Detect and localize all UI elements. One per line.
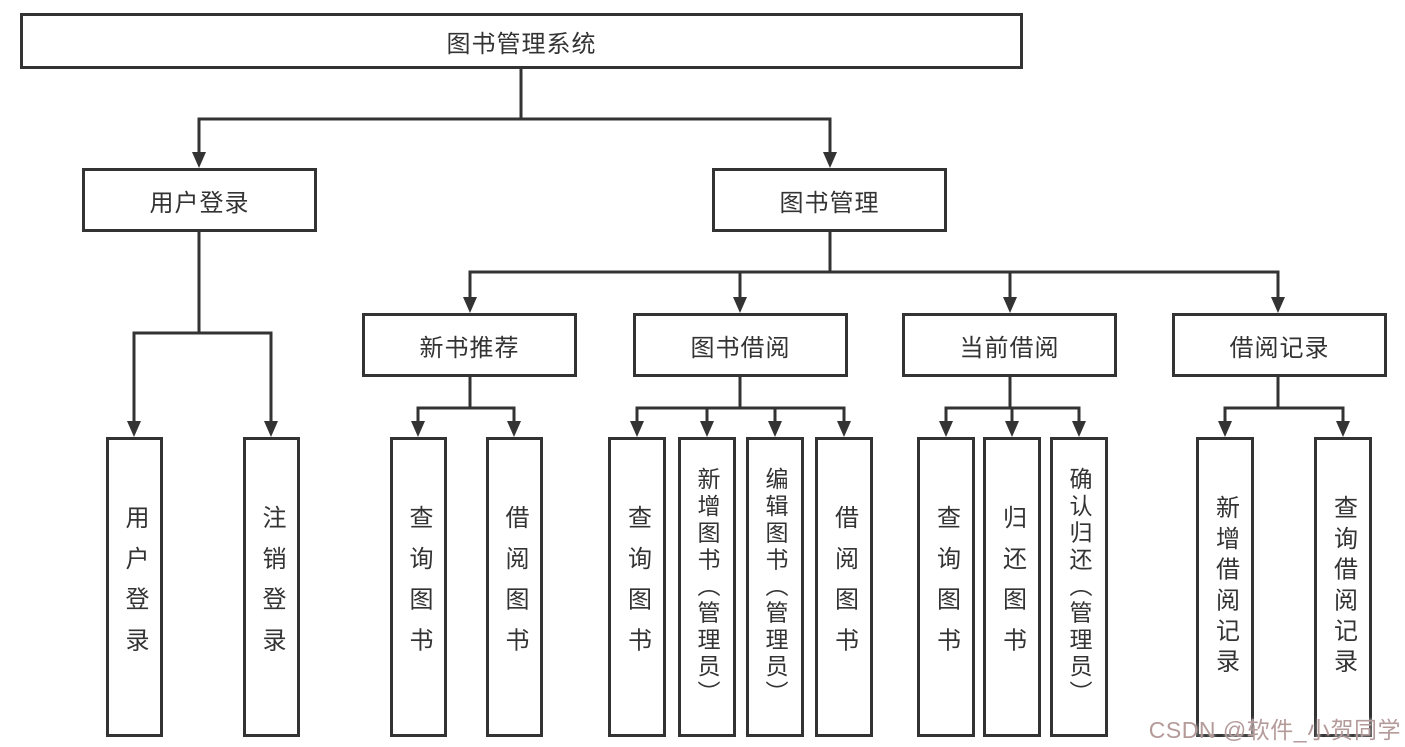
leaf-nb-borrow-books: 借阅图书 [486,437,543,737]
leaf-cb-return-books-label: 归还图书 [998,505,1026,669]
node-new-book-recommend: 新书推荐 [362,313,577,377]
node-book-borrow: 图书借阅 [633,313,848,377]
leaf-cb-confirm-return-admin: 确认归还（管理员） [1050,437,1108,737]
leaf-br-add-record-label: 新增借阅记录 [1211,494,1239,680]
leaf-nb-query-books: 查询图书 [390,437,447,737]
arrow-bb-borrow [837,421,851,437]
arrow-borrow-record [1271,297,1285,313]
leaf-user-login: 用户登录 [106,437,163,737]
arrow-book-borrow [733,297,747,313]
leaf-logout: 注销登录 [243,437,300,737]
arrow-nb-borrow [507,421,521,437]
connector-root-branch [197,69,832,154]
leaf-bb-query-books: 查询图书 [608,437,666,737]
arrow-current-borrow [1003,297,1017,313]
arrow-leaf-user-login [127,421,141,437]
arrow-bb-add [700,421,714,437]
connector-book-borrow-branch [635,377,846,423]
node-current-borrow: 当前借阅 [902,313,1117,377]
leaf-bb-query-books-label: 查询图书 [623,505,651,669]
node-borrow-record: 借阅记录 [1172,313,1387,377]
leaf-bb-add-books-admin-label: 新增图书（管理员） [694,466,720,708]
node-book-borrow-label: 图书借阅 [690,334,791,362]
node-book-management: 图书管理 [712,168,947,232]
arrow-cb-return [1005,421,1019,437]
arrow-br-add [1218,421,1232,437]
csdn-watermark: CSDN @软件_小贺同学 [1148,717,1401,743]
root-label: 图书管理系统 [446,30,597,58]
arrowheads [127,152,1350,437]
node-current-borrow-label: 当前借阅 [959,334,1060,362]
leaf-cb-query-books-label: 查询图书 [932,505,960,669]
connector-new-book-branch [416,377,516,423]
arrow-leaf-logout [264,421,278,437]
leaf-br-query-record: 查询借阅记录 [1314,437,1372,737]
leaf-bb-borrow-books-label: 借阅图书 [830,505,858,669]
connector-user-login-branch [132,232,273,423]
node-new-book-recommend-label: 新书推荐 [419,334,520,362]
leaf-nb-borrow-books-label: 借阅图书 [501,505,528,669]
connector-book-management-branch [468,232,1280,299]
arrow-book-management [823,152,837,168]
leaf-bb-edit-books-admin-label: 编辑图书（管理员） [762,466,788,708]
root-box: 图书管理系统 [20,13,1023,69]
leaf-bb-borrow-books: 借阅图书 [815,437,873,737]
leaf-cb-return-books: 归还图书 [983,437,1041,737]
node-user-login-label: 用户登录 [149,189,250,217]
arrow-br-query [1336,421,1350,437]
leaf-bb-edit-books-admin: 编辑图书（管理员） [746,437,804,737]
leaf-br-add-record: 新增借阅记录 [1196,437,1254,737]
arrow-cb-confirm [1072,421,1086,437]
node-user-login: 用户登录 [82,168,317,232]
leaf-cb-query-books: 查询图书 [917,437,975,737]
leaf-br-query-record-label: 查询借阅记录 [1329,494,1357,680]
connector-current-borrow-branch [944,377,1081,423]
node-book-management-label: 图书管理 [779,189,880,217]
leaf-nb-query-books-label: 查询图书 [405,505,432,669]
arrow-nb-query [411,421,425,437]
leaf-logout-label: 注销登录 [258,505,285,669]
arrow-user-login [192,152,206,168]
leaf-user-login-label: 用户登录 [121,505,148,669]
leaf-bb-add-books-admin: 新增图书（管理员） [678,437,736,737]
arrow-new-book-recommend [463,297,477,313]
arrow-cb-query [939,421,953,437]
node-borrow-record-label: 借阅记录 [1229,334,1330,362]
arrow-bb-edit [768,421,782,437]
leaf-cb-confirm-return-admin-label: 确认归还（管理员） [1066,466,1092,708]
connector-borrow-record-branch [1223,377,1345,423]
arrow-bb-query [630,421,644,437]
